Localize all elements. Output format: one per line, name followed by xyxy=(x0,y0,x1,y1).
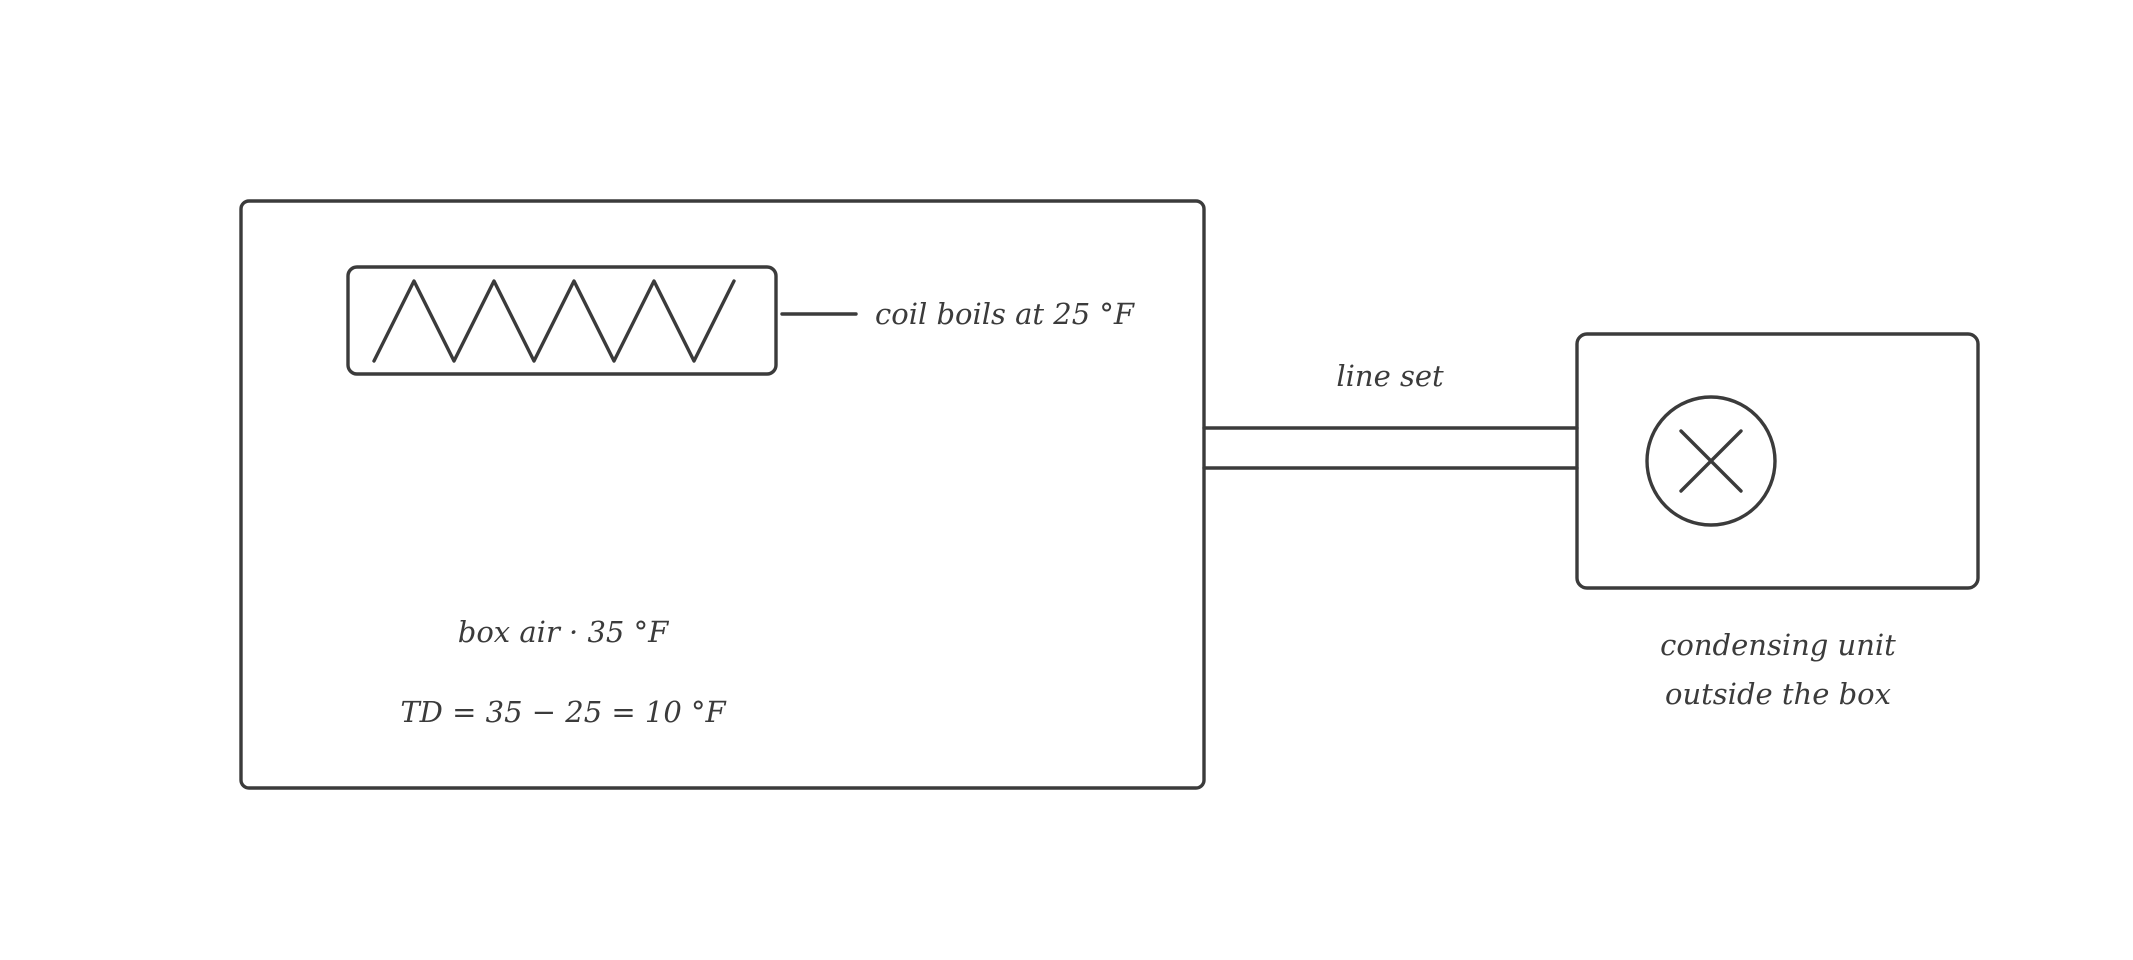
line-set-label: line set xyxy=(1336,359,1444,393)
condensing-unit-housing xyxy=(1575,332,1980,590)
condensing-unit-label-line1: condensing unit xyxy=(1660,628,1896,662)
evaporator-coil xyxy=(346,265,778,376)
coil-label: coil boils at 25 °F xyxy=(875,297,1135,331)
cooler-box xyxy=(239,199,1206,790)
coil-zigzag xyxy=(372,279,736,363)
coil-housing xyxy=(346,265,778,376)
line-set xyxy=(1202,426,1579,470)
condensing-unit-label-line2: outside the box xyxy=(1665,677,1891,711)
fan-cross-line-b xyxy=(1679,429,1743,493)
td-equation: TD = 35 − 25 = 10 °F xyxy=(400,695,726,729)
box-air-label: box air · 35 °F xyxy=(458,615,669,649)
condensing-unit xyxy=(1575,332,1980,590)
compressor-fan-icon xyxy=(1645,395,1777,527)
